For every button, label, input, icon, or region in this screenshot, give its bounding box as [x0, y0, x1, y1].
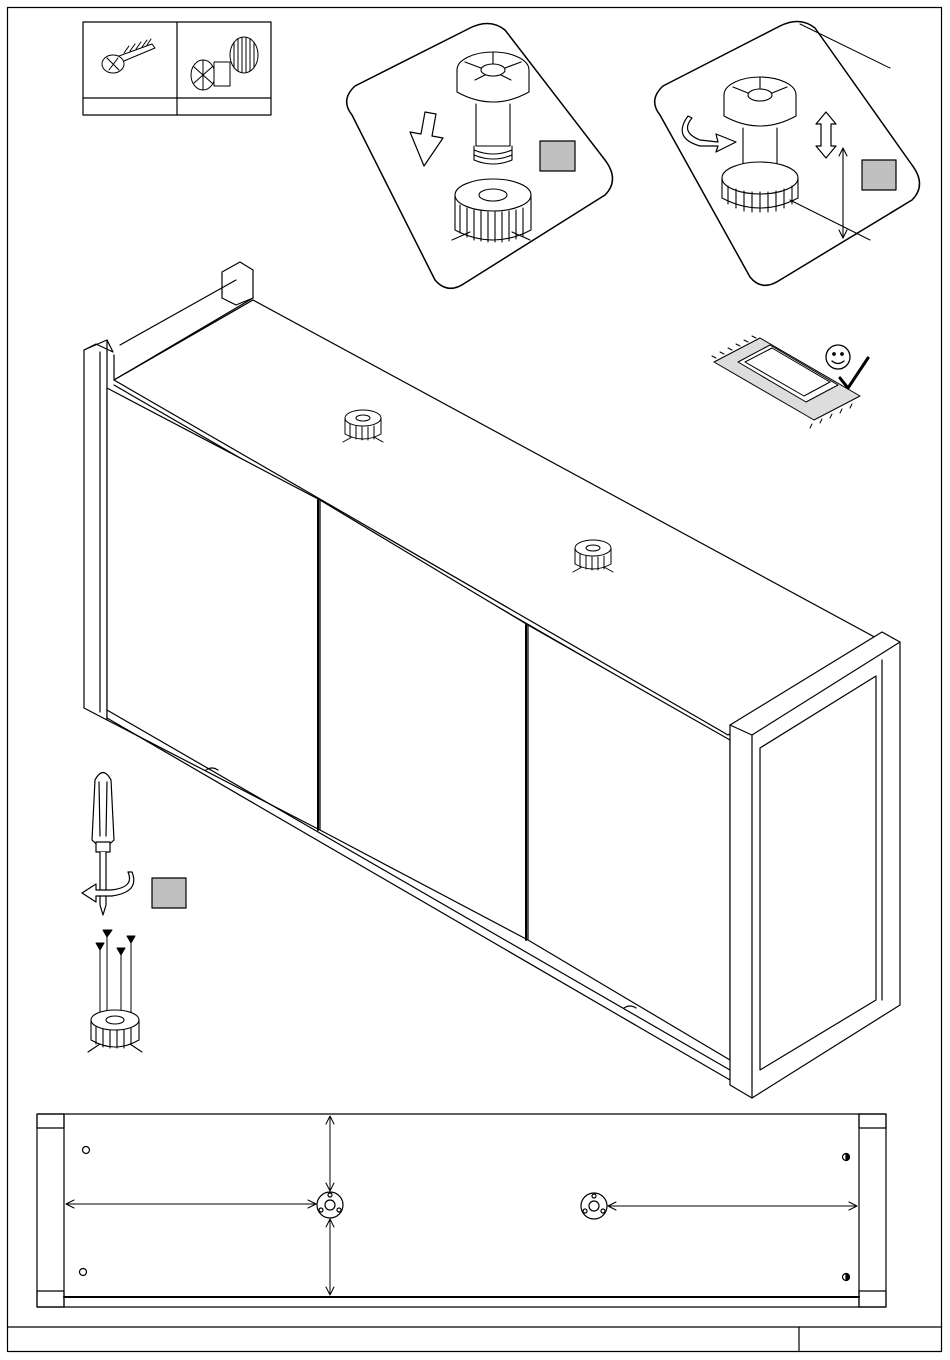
screw-fasten-marker: [152, 878, 186, 908]
parts-table: [83, 22, 271, 115]
dimension-lines: [66, 1116, 857, 1295]
leg-base-loose-icon: [88, 1010, 142, 1052]
screws-group-icon: [96, 930, 135, 1020]
bottom-plan-view: [37, 1114, 886, 1307]
leg-mount-point-left: [317, 1192, 343, 1218]
adjustable-leg-icon: [191, 37, 258, 90]
detail-height-adjust: [655, 21, 920, 285]
detail-leg-assembly: [347, 23, 613, 288]
footer-bar: [8, 1327, 942, 1352]
leg-mount-point-right: [581, 1193, 607, 1219]
leg-assembly-marker: [540, 141, 575, 171]
height-adjust-marker: [862, 160, 896, 190]
screw-icon: [102, 39, 155, 73]
rotate-arrow-icon: [82, 872, 134, 902]
